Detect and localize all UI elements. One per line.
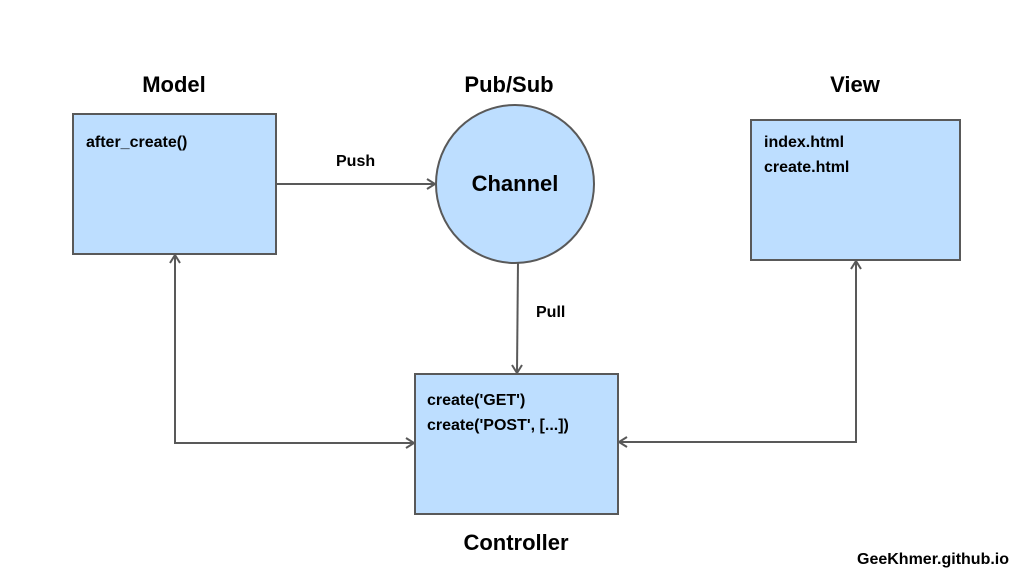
controller-right-arrow-head [617, 436, 628, 448]
view-arrow-head [850, 259, 862, 270]
pull-arrow-line [516, 260, 519, 373]
pubsub-title: Pub/Sub [464, 72, 554, 97]
controller-method-post: create('POST', [...]) [427, 417, 569, 434]
view-file-index: index.html [764, 134, 845, 151]
model-method: after_create() [86, 134, 188, 151]
view-box: index.html create.html [750, 119, 961, 261]
view-file-create: create.html [764, 159, 850, 176]
view-title: View [830, 72, 880, 97]
controller-method-get: create('GET') [427, 392, 526, 409]
model-title: Model [142, 72, 206, 97]
model-arrow-head [169, 253, 181, 264]
view-controller-connector [620, 262, 857, 443]
model-box: after_create() [72, 113, 277, 255]
controller-box: create('GET') create('POST', [...]) [414, 373, 619, 515]
footer-credit: GeeKhmer.github.io [857, 551, 1010, 568]
channel-label: Channel [471, 171, 559, 196]
pull-label: Pull [536, 304, 566, 321]
model-controller-connector [174, 256, 413, 444]
push-label: Push [336, 153, 376, 170]
channel-circle [435, 104, 595, 264]
controller-title: Controller [463, 530, 569, 555]
